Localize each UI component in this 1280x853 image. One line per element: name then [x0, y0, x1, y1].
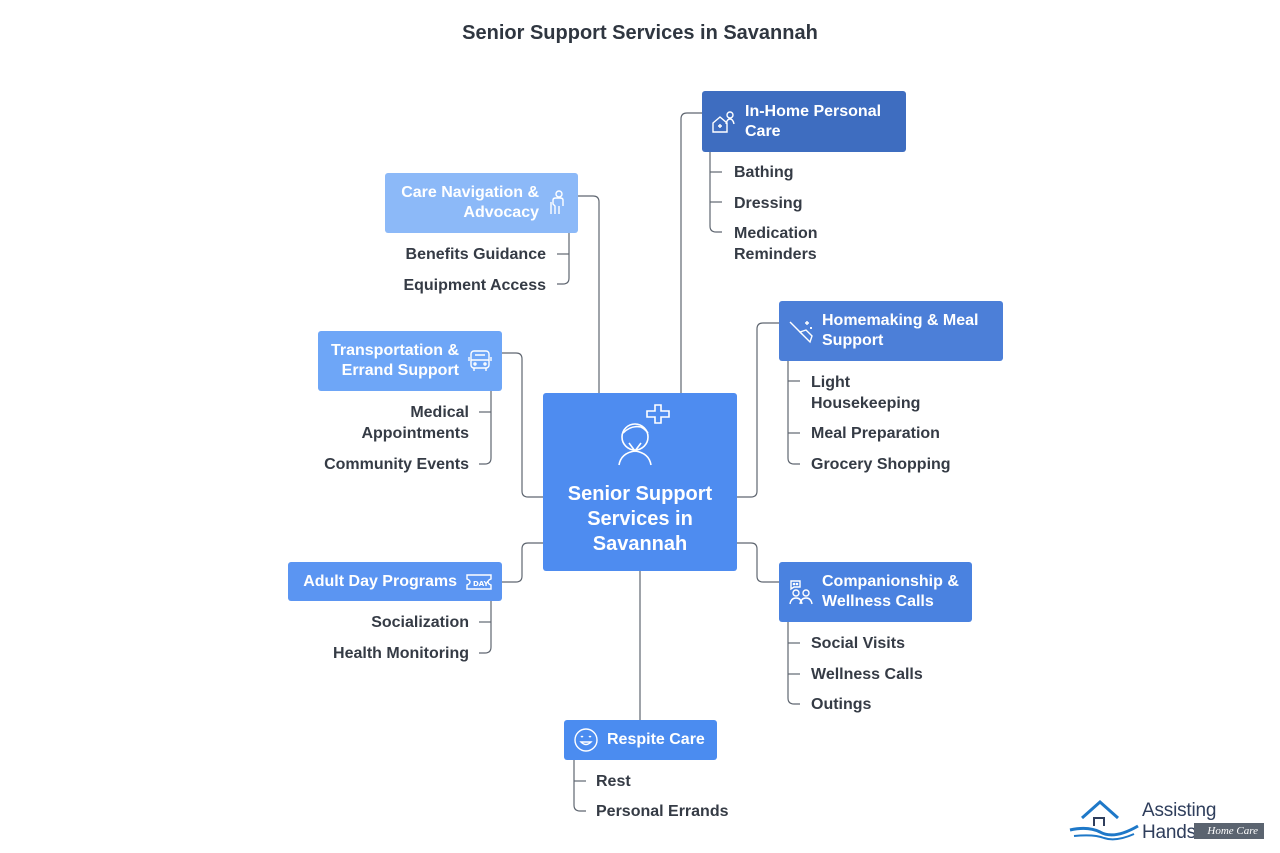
item-wellness-calls: Wellness Calls — [811, 666, 923, 683]
branch-label: Companionship & Wellness Calls — [822, 573, 959, 610]
branch-adult-day-programs: Adult Day Programs DAY — [288, 562, 502, 601]
item-health-monitoring: Health Monitoring — [333, 645, 469, 662]
house-hands-logo-icon — [1068, 796, 1142, 849]
branch-transportation: Transportation & Errand Support — [318, 331, 502, 391]
person-cane-icon — [547, 190, 569, 216]
item-social-visits: Social Visits — [811, 635, 905, 652]
logo-subtitle: Home Care — [1194, 823, 1264, 839]
center-node: Senior Support Services in Savannah — [543, 393, 737, 571]
item-medication-reminders: Medication Reminders — [734, 225, 818, 263]
broom-sparkle-icon — [788, 318, 814, 344]
home-care-icon — [711, 109, 737, 135]
branch-label: Care Navigation & Advocacy — [401, 184, 539, 221]
item-outings: Outings — [811, 696, 872, 713]
item-benefits-guidance: Benefits Guidance — [405, 246, 546, 263]
branch-respite-care: Respite Care — [564, 720, 717, 760]
item-socialization: Socialization — [371, 614, 469, 631]
bus-icon — [467, 348, 493, 374]
assisting-hands-logo: Assisting Hands® Home Care — [1068, 796, 1274, 844]
item-community-events: Community Events — [324, 456, 469, 473]
branch-label: Transportation & Errand Support — [330, 342, 459, 379]
item-equipment-access: Equipment Access — [403, 277, 546, 294]
branch-in-home-personal-care: In-Home Personal Care — [702, 91, 906, 152]
item-light-housekeeping: Light Housekeeping — [811, 374, 921, 412]
branch-label: Respite Care — [607, 731, 705, 748]
branch-label: In-Home Personal Care — [745, 102, 882, 140]
chat-people-icon — [788, 579, 814, 605]
item-meal-preparation: Meal Preparation — [811, 425, 940, 442]
item-personal-errands: Personal Errands — [596, 803, 729, 820]
item-rest: Rest — [596, 773, 631, 790]
diagram-title: Senior Support Services in Savannah — [462, 22, 818, 44]
item-dressing: Dressing — [734, 195, 803, 212]
item-grocery-shopping: Grocery Shopping — [811, 456, 951, 473]
svg-text:DAY: DAY — [473, 580, 490, 588]
senior-care-icon — [607, 403, 673, 474]
branch-label: Adult Day Programs — [303, 572, 457, 590]
center-label: Senior Support Services in Savannah — [567, 483, 713, 555]
branch-label: Homemaking & Meal Support — [822, 312, 979, 349]
smiley-icon — [573, 727, 599, 753]
item-medical-appointments: Medical Appointments — [361, 404, 469, 442]
branch-companionship: Companionship & Wellness Calls — [779, 562, 972, 622]
branch-homemaking-meal-support: Homemaking & Meal Support — [779, 301, 1003, 361]
day-ticket-icon: DAY — [465, 571, 493, 593]
branch-care-navigation: Care Navigation & Advocacy — [385, 173, 578, 233]
item-bathing: Bathing — [734, 164, 794, 181]
